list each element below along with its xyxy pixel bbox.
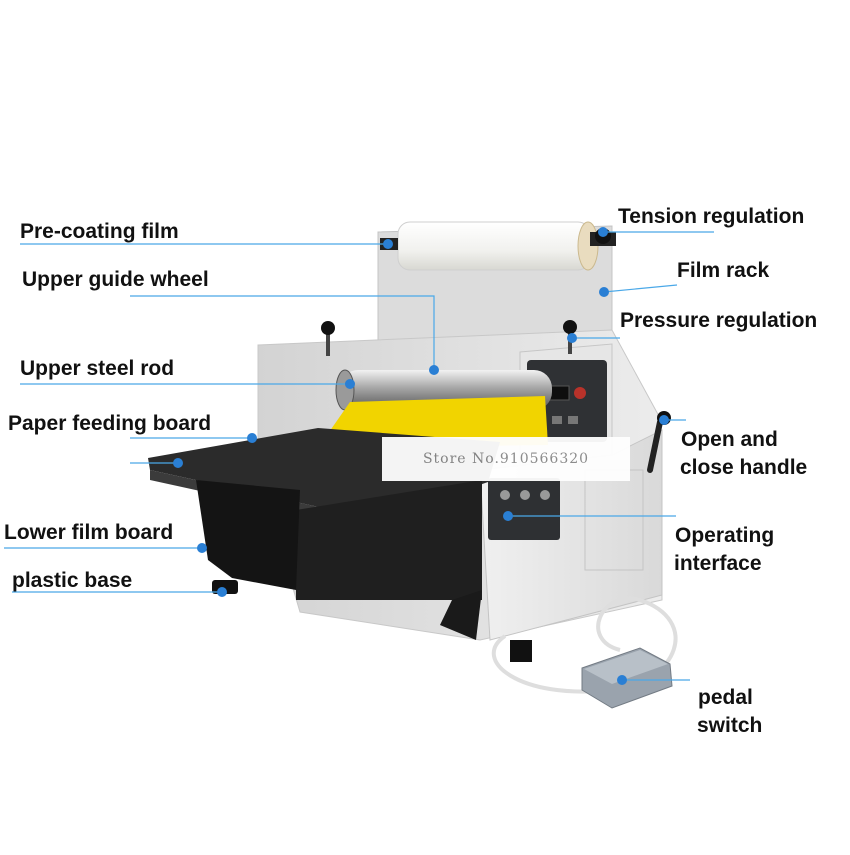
plastic-base: [196, 480, 300, 590]
dial: [500, 490, 510, 500]
label-operating-interface-line1: Operating: [675, 524, 775, 547]
panel-button: [568, 416, 578, 424]
label-paper-feeding-board: Paper feeding board: [8, 412, 212, 435]
pressure-screw: [326, 330, 330, 356]
store-watermark: Store No.910566320: [382, 437, 630, 481]
side-leg: [440, 590, 482, 640]
label-open-close-handle-line2: close handle: [680, 456, 808, 479]
operating-panel: [488, 478, 560, 540]
label-film-rack: Film rack: [677, 259, 770, 282]
leader-feed-board-edge-dot: [173, 458, 183, 468]
leader-pre-coating-film-dot: [383, 239, 393, 249]
leader-lower-film-board-dot: [197, 543, 207, 553]
leader-tension-regulation-dot: [598, 227, 608, 237]
leader-pedal-switch-dot: [617, 675, 627, 685]
pressure-knob: [563, 320, 577, 334]
panel-button: [552, 416, 562, 424]
label-pedal-switch-line1: pedal: [698, 686, 753, 709]
leader-pressure-regulation-dot: [567, 333, 577, 343]
label-plastic-base: plastic base: [12, 569, 133, 592]
control-knob: [574, 387, 586, 399]
label-pressure-regulation: Pressure regulation: [620, 309, 818, 332]
pedal-cable: [491, 596, 678, 694]
label-upper-guide-wheel: Upper guide wheel: [22, 268, 209, 291]
leader-open-close-handle-dot: [659, 415, 669, 425]
lower-cavity: [296, 480, 482, 600]
label-lower-film-board: Lower film board: [4, 521, 174, 544]
pedal-top: [584, 650, 668, 684]
leader-upper-steel-rod-dot: [345, 379, 355, 389]
leader-plastic-base-dot: [217, 587, 227, 597]
label-tension-regulation: Tension regulation: [618, 205, 805, 228]
leader-upper-guide-wheel: [130, 295, 435, 370]
label-pre-coating-film: Pre-coating film: [20, 220, 179, 243]
leader-film-rack: [603, 284, 678, 293]
label-upper-steel-rod: Upper steel rod: [20, 357, 175, 380]
dial: [540, 490, 550, 500]
film-roll: [397, 221, 591, 271]
dial: [520, 490, 530, 500]
base-foot: [510, 640, 532, 662]
leader-paper-feeding-board-dot: [247, 433, 257, 443]
label-open-close-handle-line1: Open and: [681, 428, 778, 451]
leader-upper-guide-wheel-dot: [429, 365, 439, 375]
leader-film-rack-dot: [599, 287, 609, 297]
label-operating-interface-line2: interface: [674, 552, 762, 575]
label-pedal-switch-line2: switch: [697, 714, 763, 737]
handle-bar: [647, 419, 663, 473]
leader-operating-interface-dot: [503, 511, 513, 521]
pressure-knob: [321, 321, 335, 335]
